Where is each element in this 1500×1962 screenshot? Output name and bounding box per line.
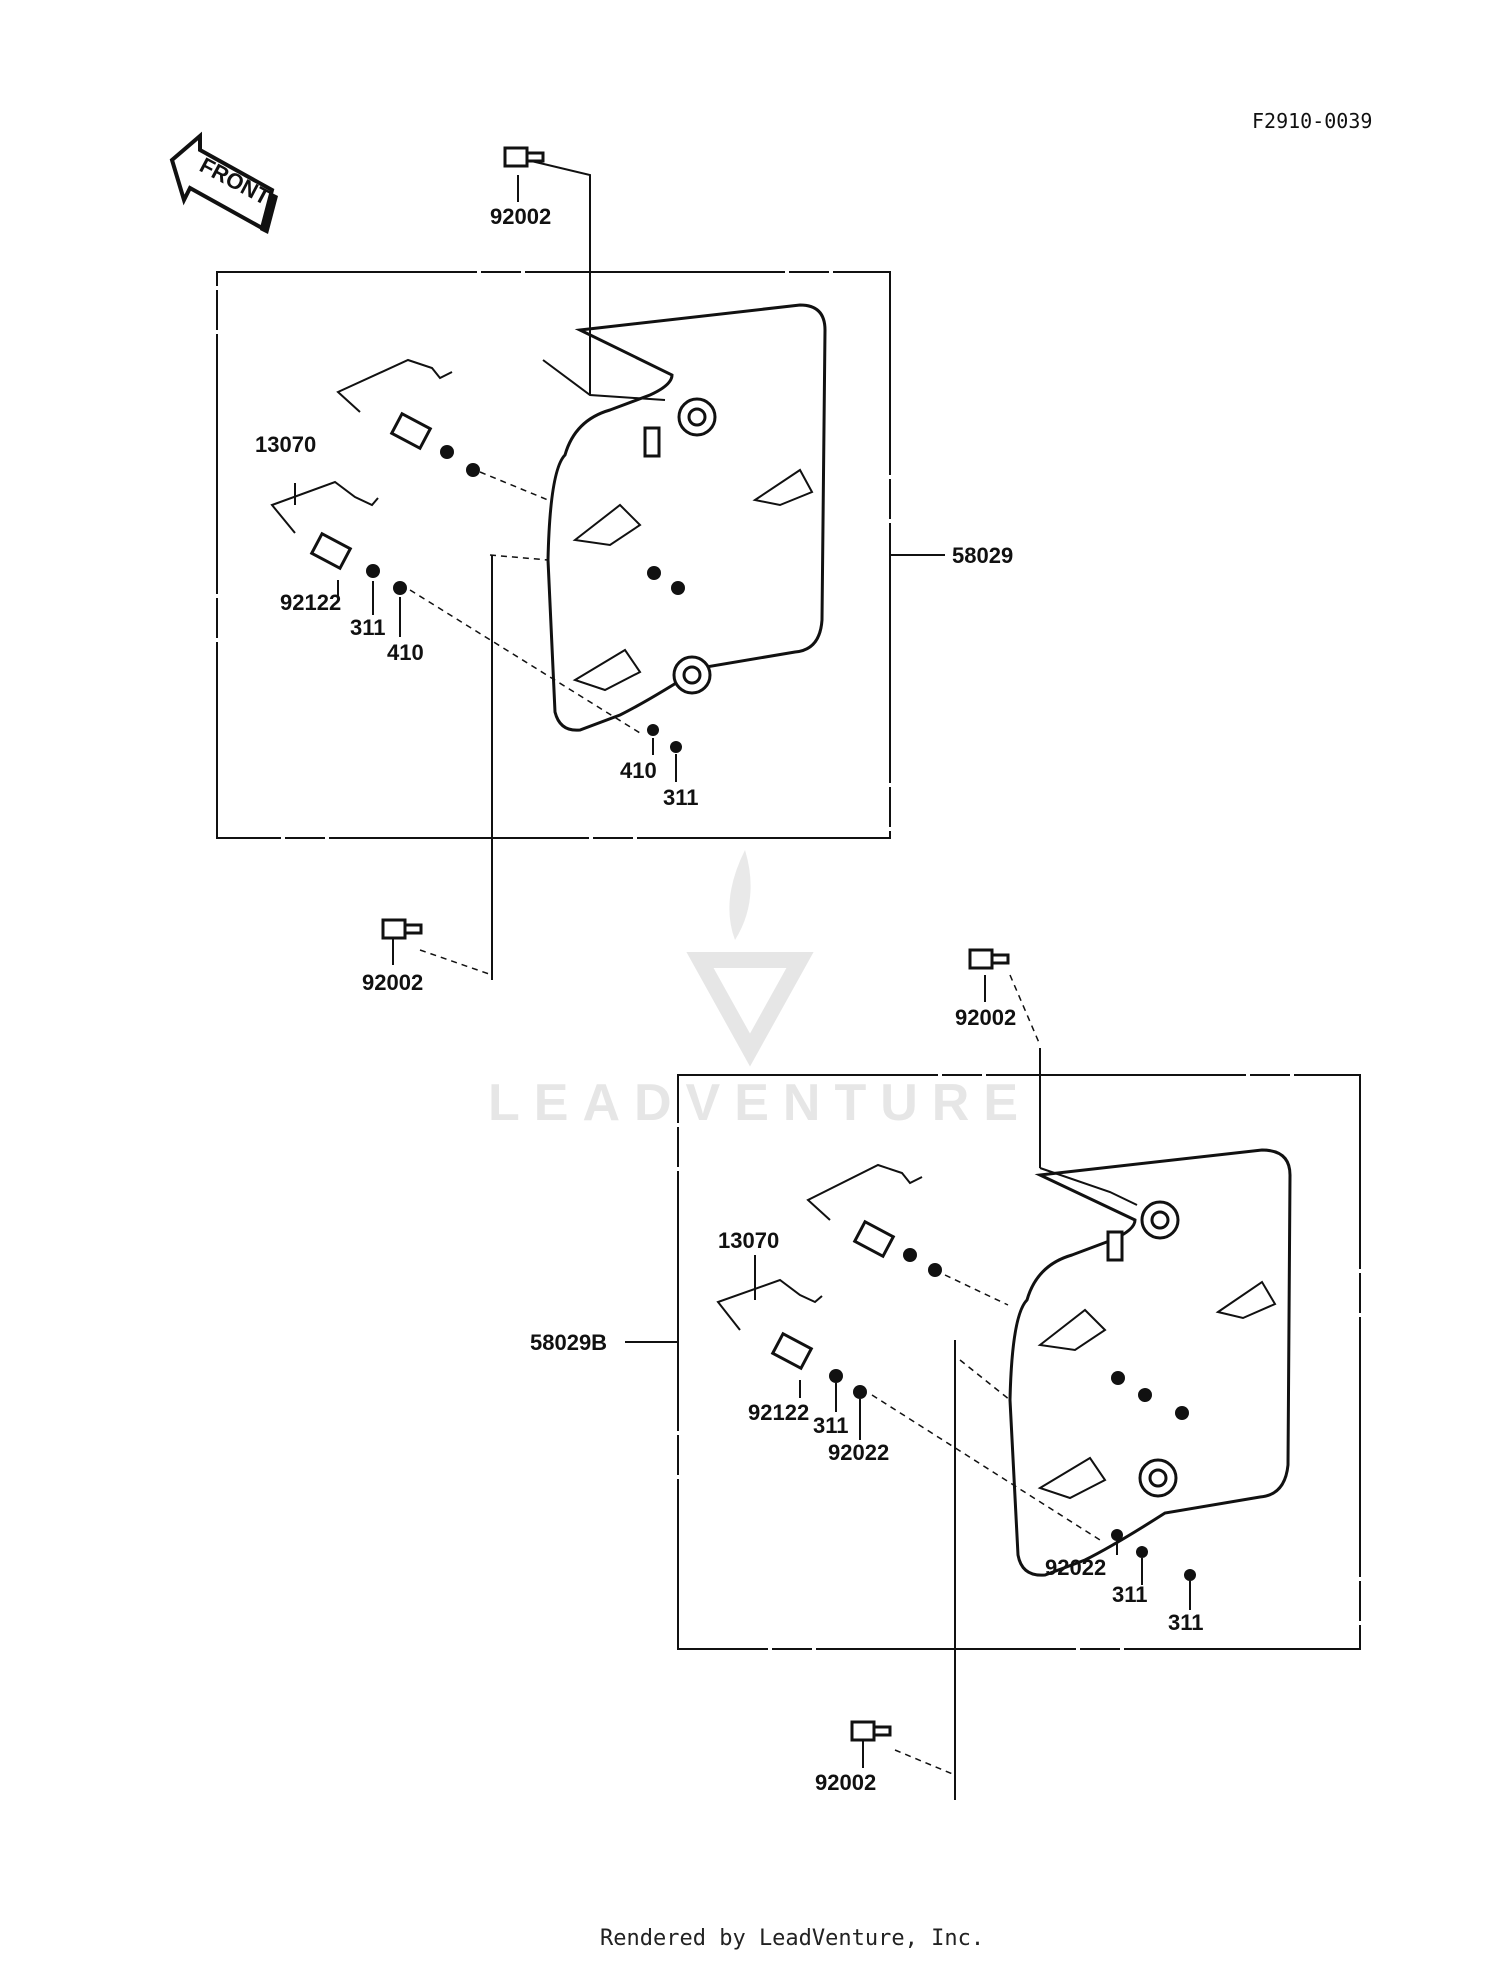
bolt-b-lower bbox=[850, 1720, 892, 1742]
callout-a-nut-left: 311 bbox=[350, 615, 386, 640]
callout-a-washer-right: 410 bbox=[620, 758, 657, 783]
callout-b-collar: 92122 bbox=[748, 1400, 809, 1425]
assembly-b: 92002 13070 58029B 92122 311 92022 92022… bbox=[530, 948, 1361, 1800]
callout-b-assembly: 58029B bbox=[530, 1330, 607, 1355]
holder-plate-a bbox=[546, 303, 827, 732]
leadventure-watermark: LEADVENTURE bbox=[488, 850, 1032, 1132]
spring-pin-a-lower bbox=[270, 480, 379, 534]
callout-b-nut-right: 311 bbox=[1168, 1610, 1204, 1635]
callout-a-assembly: 58029 bbox=[952, 543, 1013, 568]
bolt-b-upper bbox=[968, 948, 1010, 970]
callout-a-bolt-upper: 92002 bbox=[490, 204, 551, 229]
callout-b-washer-right: 92022 bbox=[1045, 1555, 1106, 1580]
footer-credit: Rendered by LeadVenture, Inc. bbox=[600, 1926, 984, 1951]
collar-a-lower bbox=[309, 531, 353, 571]
bolt-a-upper bbox=[503, 146, 545, 168]
spring-pin-b-upper bbox=[806, 1163, 923, 1221]
callout-b-spring-pin: 13070 bbox=[718, 1228, 779, 1253]
callout-a-washer-left: 410 bbox=[387, 640, 424, 665]
callout-b-nut-mid: 311 bbox=[1112, 1582, 1148, 1607]
figure-code: F2910-0039 bbox=[1252, 109, 1372, 133]
callout-b-bolt-lower: 92002 bbox=[815, 1770, 876, 1795]
collar-b-lower bbox=[770, 1331, 814, 1371]
callout-b-nut-left: 311 bbox=[813, 1413, 849, 1438]
assembly-b-frame bbox=[677, 1074, 1361, 1650]
callout-b-washer-left: 92022 bbox=[828, 1440, 889, 1465]
callout-a-nut-right: 311 bbox=[663, 785, 699, 810]
watermark-text: LEADVENTURE bbox=[488, 1074, 1032, 1132]
callout-b-bolt-upper: 92002 bbox=[955, 1005, 1016, 1030]
callout-a-collar: 92122 bbox=[280, 590, 341, 615]
spring-pin-b-lower bbox=[716, 1278, 823, 1331]
spring-pin-a-upper bbox=[336, 358, 453, 413]
callout-a-bolt-lower: 92002 bbox=[362, 970, 423, 995]
collar-b-upper bbox=[852, 1219, 896, 1259]
holder-plate-b bbox=[1008, 1148, 1292, 1577]
bolt-a-lower bbox=[381, 918, 423, 940]
front-arrow-icon: FRONT bbox=[169, 131, 278, 234]
collar-a-upper bbox=[389, 411, 433, 451]
callout-a-spring-pin: 13070 bbox=[255, 432, 316, 457]
assembly-a: 92002 13070 92122 311 410 58029 410 311 … bbox=[216, 146, 1013, 995]
